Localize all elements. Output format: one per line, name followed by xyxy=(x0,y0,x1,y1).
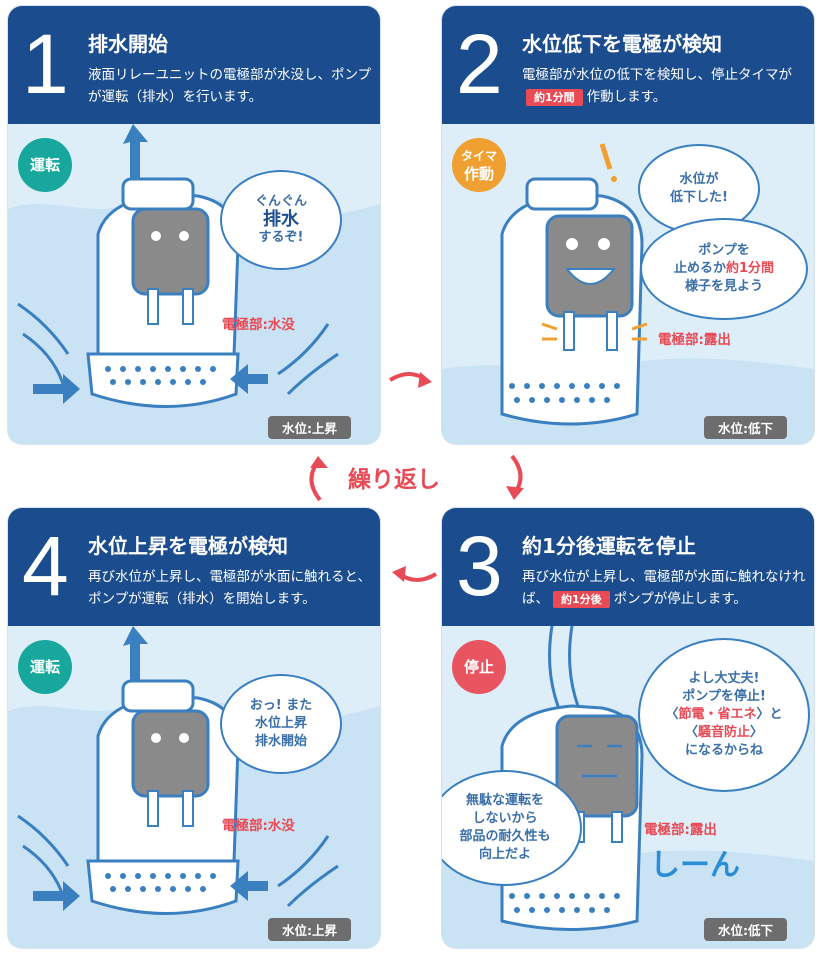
bubble-line: するぞ! xyxy=(258,230,304,245)
bubble-line: 水位上昇 xyxy=(254,716,307,731)
step-number: 1 xyxy=(22,17,69,111)
step-description: 再び水位が上昇し、電極部が水面に触れなければ、約1分後ポンプが停止します。 xyxy=(522,569,806,608)
step-1-card: 1 排水開始 液面リレーユニットの電極部が水没し、ポンプが運転（排水）を行います… xyxy=(8,6,380,444)
speech-bubble-top: よし大丈夫! ポンプを停止! 〈節電・省エネ〉と 〈騒音防止〉 になるからね xyxy=(638,638,810,792)
duration-highlight: 約1分後 xyxy=(553,591,610,608)
silence-sound-text: しーん xyxy=(650,848,740,883)
step-2-header: 2 水位低下を電極が検知 電極部が水位の低下を検知し、停止タイマが約1分間作動し… xyxy=(442,6,814,124)
bubble-line: おっ! また xyxy=(249,698,313,713)
bubble-line: 様子を見よう xyxy=(684,279,763,294)
duration-highlight: 約1分間 xyxy=(526,89,583,106)
bubble-line: ぐんぐん xyxy=(254,194,307,209)
water-level-badge: 水位:上昇 xyxy=(268,918,351,941)
status-badge-running: 運転 xyxy=(18,640,72,694)
bubble-line: ポンプを停止! xyxy=(682,689,766,704)
step-3-card: 3 約1分後運転を停止 再び水位が上昇し、電極部が水面に触れなければ、約1分後ポ… xyxy=(442,508,814,948)
status-badge-stopped: 停止 xyxy=(452,640,506,694)
step-2-card: 2 水位低下を電極が検知 電極部が水位の低下を検知し、停止タイマが約1分間作動し… xyxy=(442,6,814,444)
bubble-line: 低下した! xyxy=(670,190,728,205)
step-description: 電極部が水位の低下を検知し、停止タイマが約1分間作動します。 xyxy=(522,67,792,106)
bubble-line: 止めるか約1分間 xyxy=(673,261,775,276)
bubble-line: 〈騒音防止〉 xyxy=(684,725,764,740)
step-title: 排水開始 xyxy=(88,32,168,56)
speech-bubble: おっ! また 水位上昇 排水開始 xyxy=(220,674,342,774)
step-number: 4 xyxy=(22,519,69,613)
bubble-line: 排水開始 xyxy=(254,734,307,749)
bubble-line: 部品の耐久性も xyxy=(459,829,551,844)
speech-bubble: ぐんぐん 排水 するぞ! xyxy=(220,170,342,270)
step-title: 約1分後運転を停止 xyxy=(522,534,696,558)
bubble-line: しないから xyxy=(472,811,538,826)
water-level-badge: 水位:低下 xyxy=(704,918,787,941)
step-1-header: 1 排水開始 液面リレーユニットの電極部が水没し、ポンプが運転（排水）を行います… xyxy=(8,6,380,124)
bubble-line-emphasis: 排水 xyxy=(262,209,299,230)
step-3-header: 3 約1分後運転を停止 再び水位が上昇し、電極部が水面に触れなければ、約1分後ポ… xyxy=(442,508,814,626)
arrow-step1-to-step2 xyxy=(388,372,432,388)
step-title: 水位上昇を電極が検知 xyxy=(88,534,288,558)
step-description: 再び水位が上昇し、電極部が水面に触れると、ポンプが運転（排水）を開始します。 xyxy=(88,569,371,607)
bubble-line: になるからね xyxy=(684,743,763,758)
arrow-step3-to-step4 xyxy=(392,566,438,582)
electrode-status-label: 電極部:露出 xyxy=(644,822,717,838)
arrow-step2-to-step3 xyxy=(506,454,524,500)
step-title: 水位低下を電極が検知 xyxy=(522,32,722,56)
speech-bubble-bottom: ポンプを 止めるか約1分間 様子を見よう xyxy=(640,218,808,320)
step-4-card: 4 水位上昇を電極が検知 再び水位が上昇し、電極部が水面に触れると、ポンプが運転… xyxy=(8,508,380,948)
bubble-line: ポンプを xyxy=(698,243,750,258)
status-badge-running: 運転 xyxy=(18,138,72,192)
bubble-line: よし大丈夫! xyxy=(688,671,760,686)
bubble-line: 水位が xyxy=(679,172,719,187)
water-level-badge: 水位:低下 xyxy=(704,416,787,439)
arrow-step4-to-step1 xyxy=(309,456,328,502)
status-badge-timer: タイマ作動 xyxy=(452,138,506,192)
electrode-status-label: 電極部:水没 xyxy=(222,317,295,333)
bubble-line: 〈節電・省エネ〉と xyxy=(665,707,783,722)
bubble-line: 無駄な運転を xyxy=(465,793,544,808)
electrode-status-label: 電極部:露出 xyxy=(658,332,731,348)
step-4-header: 4 水位上昇を電極が検知 再び水位が上昇し、電極部が水面に触れると、ポンプが運転… xyxy=(8,508,380,626)
electrode-status-label: 電極部:水没 xyxy=(222,818,295,834)
step-number: 3 xyxy=(456,519,503,613)
step-number: 2 xyxy=(456,17,503,111)
speech-bubble-bottom: 無駄な運転を しないから 部品の耐久性も 向上だよ xyxy=(442,770,582,886)
step-description: 液面リレーユニットの電極部が水没し、ポンプが運転（排水）を行います。 xyxy=(88,67,372,105)
bubble-line: 向上だよ xyxy=(478,847,531,862)
repeat-label: 繰り返し xyxy=(348,467,440,493)
water-level-badge: 水位:上昇 xyxy=(268,416,351,439)
